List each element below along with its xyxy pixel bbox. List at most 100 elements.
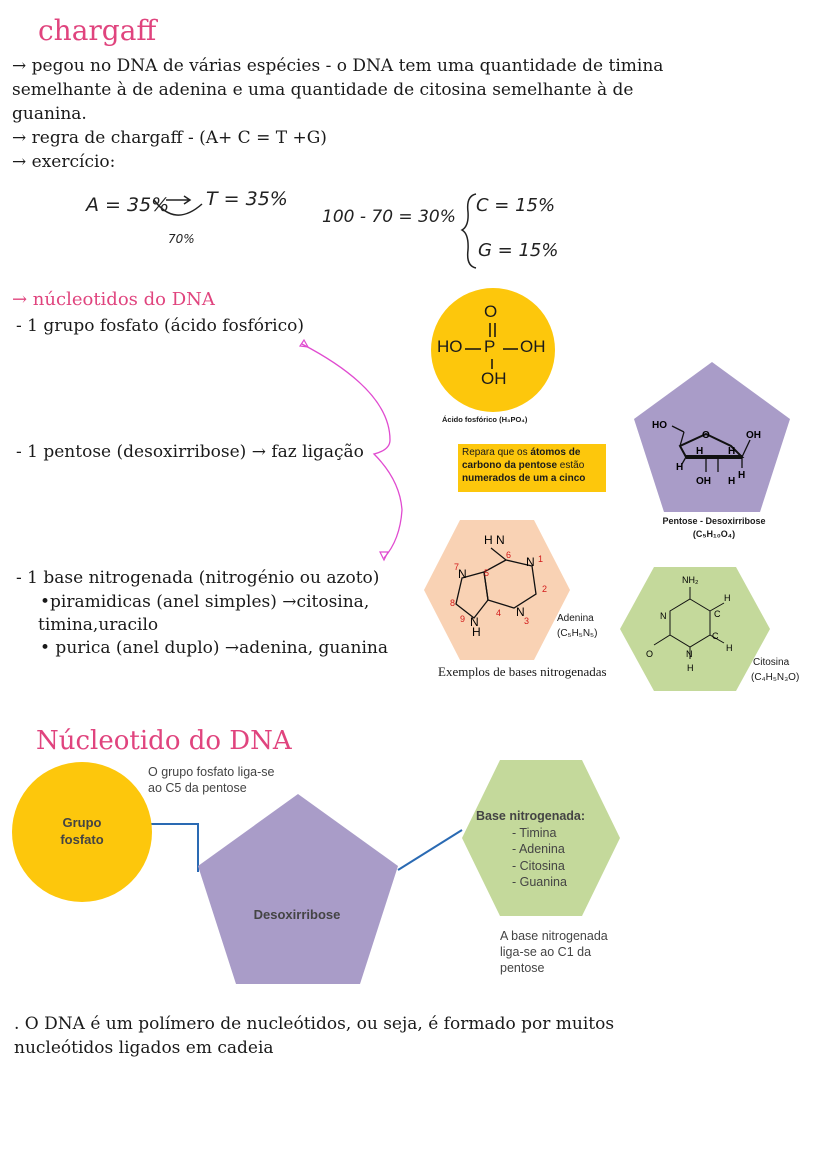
svg-text:OH: OH [746, 430, 761, 441]
svg-text:2: 2 [542, 584, 547, 594]
item-phosphate: - 1 grupo fosfato (ácido fosfórico) [16, 316, 304, 336]
svg-text:C: C [714, 609, 721, 619]
svg-text:H: H [728, 476, 735, 487]
hand-calc: 100 - 70 = 30% [322, 207, 456, 227]
svg-text:H: H [726, 643, 733, 653]
item-pentose: - 1 pentose (desoxirribose) → faz ligaçã… [16, 442, 364, 462]
hand-t: T = 35% [206, 188, 288, 210]
svg-text:8: 8 [450, 598, 455, 608]
note-text: Repara que os [462, 447, 531, 458]
nucleotide-title: Núcleotido do DNA [36, 726, 292, 756]
svg-text:6: 6 [506, 550, 511, 560]
svg-text:N: N [660, 611, 667, 621]
note-text: estão [557, 460, 585, 471]
phosphate-oh-bottom: OH [481, 369, 507, 388]
svg-text:N: N [686, 649, 693, 659]
phosphate-link-note: O grupo fosfato liga-se ao C5 da pentose [148, 764, 274, 796]
svg-text:OH: OH [696, 476, 711, 487]
svg-text:N: N [458, 567, 467, 581]
note-line: ao C5 da pentose [148, 781, 247, 795]
base-item-adenine: - Adenina [512, 842, 565, 856]
svg-text:H: H [696, 446, 703, 457]
svg-text:N: N [526, 555, 535, 569]
phosphate-p: P [484, 337, 496, 356]
hand-brace [460, 193, 477, 269]
base-link-note: A base nitrogenada liga-se ao C1 da pent… [500, 928, 608, 976]
note-line: pentose [500, 961, 545, 975]
svg-text:H: H [738, 470, 745, 481]
note-line: A base nitrogenada [500, 929, 608, 943]
text-line: → regra de chargaff - (A+ C = T +G) [12, 128, 327, 148]
note-bold: átomos de carbono da pentose [462, 447, 581, 471]
chargaff-title: chargaff [38, 14, 157, 47]
cytosine-diagram: NH₂ N C H C H O N H [620, 567, 770, 691]
svg-text:H: H [676, 462, 683, 473]
phosphate-group-label: Grupo fosfato [12, 814, 152, 848]
pink-connector-arrow [298, 338, 403, 562]
note-line: liga-se ao C1 da [500, 945, 592, 959]
svg-text:H: H [472, 625, 481, 639]
bases-examples-caption: Exemplos de bases nitrogenadas [438, 664, 607, 679]
item-pyrimidines-cont: timina,uracilo [38, 615, 159, 635]
pentose-caption: Pentose - Desoxirribose [662, 516, 766, 526]
note-line: O grupo fosfato liga-se [148, 765, 275, 779]
svg-text:H N: H N [484, 533, 505, 547]
text-line: nucleótidos ligados em cadeia [14, 1038, 274, 1058]
svg-text:5: 5 [484, 568, 489, 578]
svg-text:NH₂: NH₂ [682, 575, 699, 585]
phosphate-caption: Ácido fosfórico (H₃PO₄) [442, 415, 528, 424]
hand-c: C = 15% [476, 195, 556, 216]
note-bold: numerados de um a cinco [462, 473, 586, 484]
label-line: Grupo [62, 815, 102, 830]
base-item-thymine: - Timina [512, 825, 557, 840]
text-line: semelhante à de adenina e uma quantidade… [12, 80, 634, 100]
svg-text:N: N [470, 615, 479, 629]
adenine-formula: (C₅H₅N₅) [557, 628, 598, 639]
svg-text:4: 4 [496, 608, 501, 618]
text-line: → pegou no DNA de várias espécies - o DN… [12, 56, 664, 76]
svg-text:H: H [724, 593, 731, 603]
text-line: . O DNA é um polímero de nucleótidos, ou… [14, 1014, 615, 1034]
svg-text:9: 9 [460, 614, 465, 624]
svg-text:N: N [516, 605, 525, 619]
svg-text:1: 1 [538, 554, 543, 564]
text-line: → exercício: [12, 152, 116, 172]
item-pyrimidines: •piramidicas (anel simples) →citosina, [40, 592, 370, 612]
item-purines: • purica (anel duplo) →adenina, guanina [40, 638, 388, 658]
nucleotide-diagram [12, 760, 620, 984]
pentose-formula: (C₅H₁₀O₄) [692, 529, 736, 539]
dna-polymer-note: . O DNA é um polímero de nucleótidos, ou… [14, 1012, 614, 1060]
cytosine-caption: Citosina [753, 657, 790, 668]
hand-a: A = 35% [86, 194, 170, 216]
svg-text:C: C [712, 631, 719, 641]
svg-text:O: O [702, 430, 710, 441]
phosphoric-acid-diagram [431, 288, 555, 412]
base-list-title: Base nitrogenada: [476, 809, 586, 823]
item-base: - 1 base nitrogenada (nitrogénio ou azot… [16, 568, 380, 588]
svg-text:7: 7 [454, 562, 459, 572]
nucleotides-heading: → núcleotidos do DNA [12, 289, 215, 310]
deoxyribose-label: Desoxirribose [253, 907, 341, 922]
svg-text:3: 3 [524, 616, 529, 626]
hand-sum: 70% [168, 232, 195, 246]
chargaff-text: → pegou no DNA de várias espécies - o DN… [12, 54, 822, 174]
carbon-note: Repara que os átomos de carbono da pento… [458, 444, 606, 492]
text-line: guanina. [12, 104, 87, 124]
hand-g: G = 15% [478, 240, 559, 261]
base-list: Base nitrogenada: - Timina - Adenina - C… [476, 808, 585, 891]
phosphate-oh: OH [520, 337, 546, 356]
svg-text:H: H [728, 446, 735, 457]
phosphate-ho: HO [437, 337, 463, 356]
phosphate-o: O [484, 302, 498, 321]
svg-text:O: O [646, 649, 653, 659]
adenine-caption: Adenina [557, 613, 594, 624]
cytosine-formula: (C₄H₅N₃O) [751, 672, 800, 683]
base-item-cytosine: - Citosina [512, 858, 565, 873]
svg-text:HO: HO [652, 420, 667, 431]
pentose-diagram: HO O OH H H H H OH H [634, 362, 790, 512]
base-item-guanine: - Guanina [512, 875, 567, 889]
adenine-diagram: H N N 1 2 N 3 4 5 6 N 7 8 N 9 H [424, 520, 570, 660]
label-line: fosfato [60, 832, 104, 847]
svg-text:H: H [687, 663, 694, 673]
hand-arrow [153, 195, 203, 216]
